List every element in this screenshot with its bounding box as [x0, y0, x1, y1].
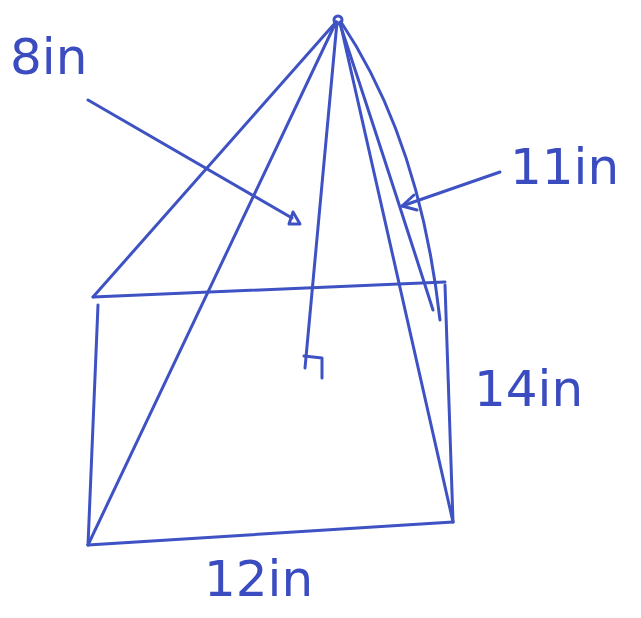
dimension-label: 8in	[6, 30, 91, 84]
dimension-label: 12in	[200, 552, 317, 606]
base-bottom-edge	[88, 522, 453, 545]
dimension-label: 14in	[470, 362, 587, 416]
slant-height-line	[340, 24, 433, 310]
lateral-edge	[341, 22, 440, 320]
leader-arrowhead	[402, 195, 417, 210]
lateral-edge	[88, 22, 336, 545]
right-angle-mark	[304, 356, 322, 378]
leader-arrowhead	[289, 212, 300, 224]
dimension-label: 11in	[506, 140, 623, 194]
base-left-edge	[88, 305, 98, 545]
lateral-edge	[340, 22, 453, 522]
leader-line	[88, 100, 292, 218]
height-line	[305, 22, 337, 368]
base-top-edge	[93, 282, 445, 297]
leader-line	[402, 172, 500, 206]
lateral-edge	[93, 22, 336, 297]
